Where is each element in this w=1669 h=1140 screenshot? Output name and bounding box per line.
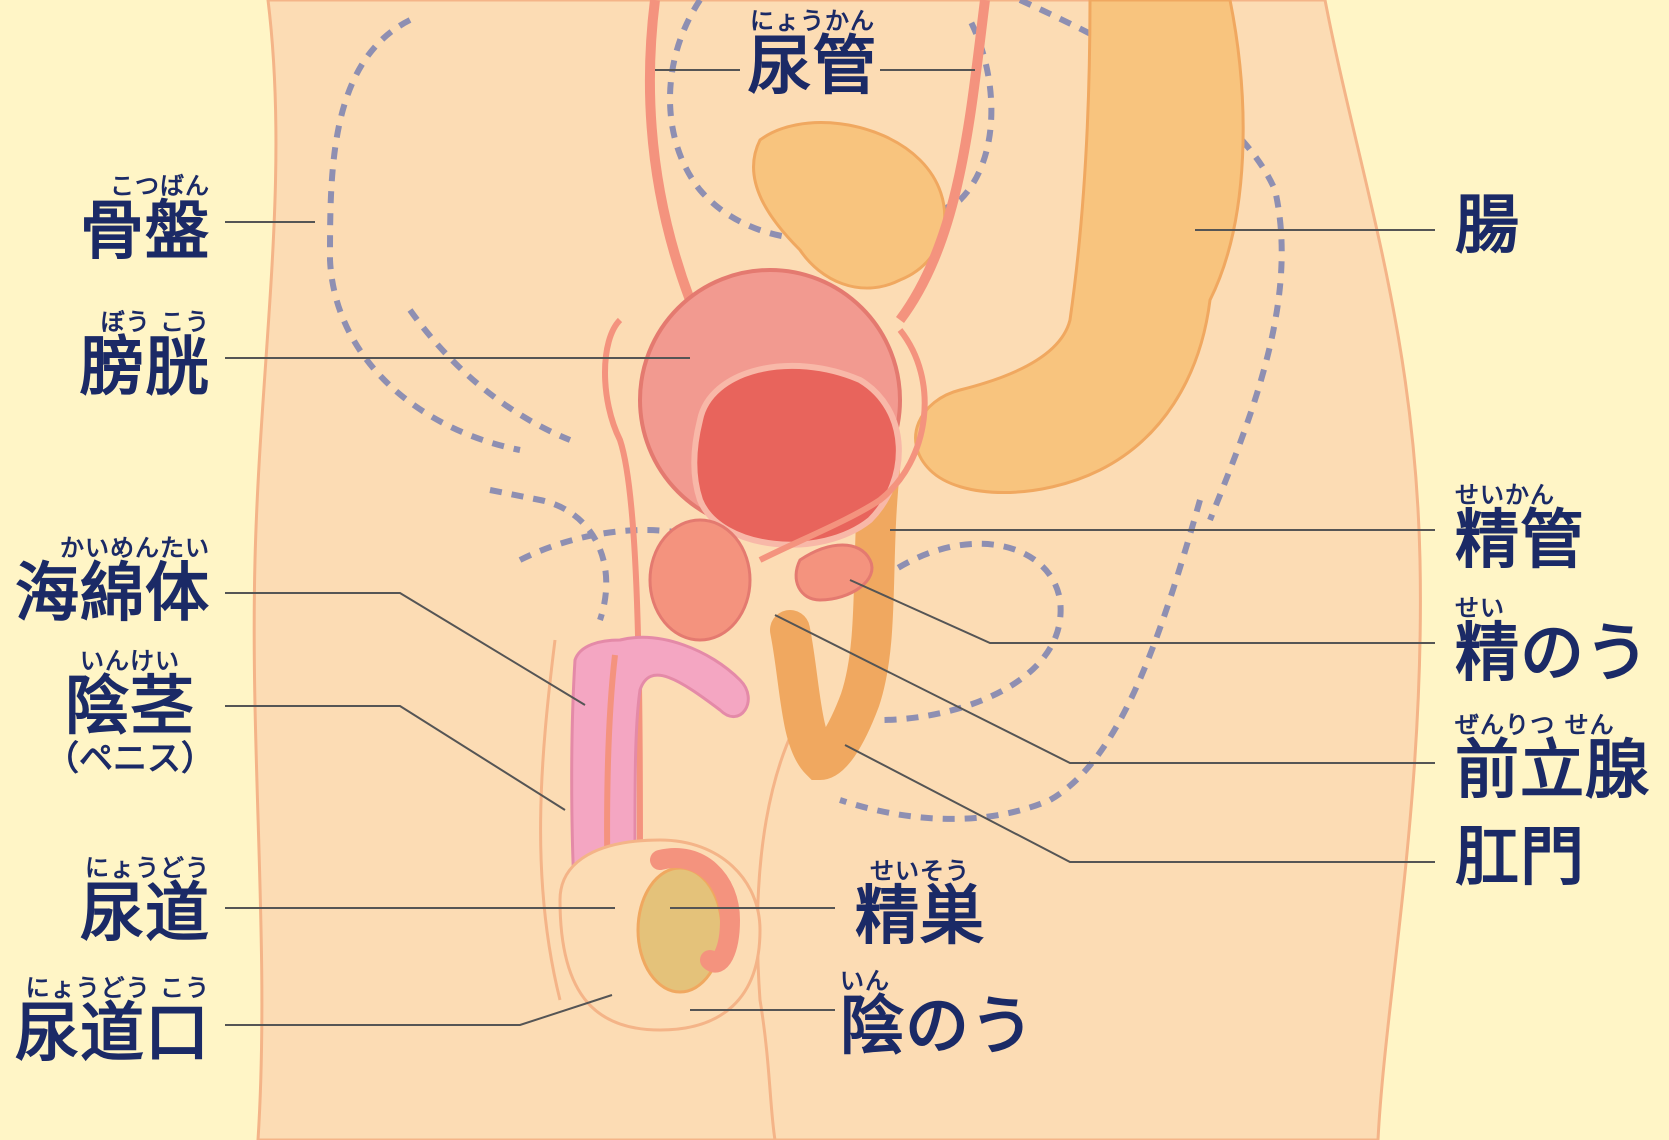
label-pelvis: こつばん 骨盤 xyxy=(60,173,210,265)
text-corpus: 海綿体 xyxy=(5,561,210,627)
text-vas-deferens: 精管 xyxy=(1455,508,1655,574)
text-anus: 肛門 xyxy=(1455,825,1655,891)
label-scrotum: いん 陰のう xyxy=(840,968,1040,1060)
testis xyxy=(638,868,722,992)
text-urethral-opening: 尿道口 xyxy=(5,1001,210,1067)
label-bladder: ぼう こう 膀胱 xyxy=(60,309,210,401)
label-prostate: ぜんりつ せん 前立腺 xyxy=(1455,712,1665,804)
text-seminal-vesicle: 精のう xyxy=(1455,621,1665,687)
label-testis: せいそう 精巣 xyxy=(850,858,990,950)
text-ureter: 尿管 xyxy=(740,34,885,100)
label-ureter: にょうかん 尿管 xyxy=(740,8,885,100)
bladder-inner xyxy=(694,366,899,545)
text-urethra: 尿道 xyxy=(60,881,210,947)
text-penis: 陰茎 xyxy=(40,674,220,740)
label-corpus: かいめんたい 海綿体 xyxy=(5,535,210,627)
text-scrotum: 陰のう xyxy=(840,994,1040,1060)
label-urethral-opening: にょうどう こう 尿道口 xyxy=(5,975,210,1067)
text-bladder: 膀胱 xyxy=(60,335,210,401)
sub-penis: （ペニス） xyxy=(40,740,220,778)
label-anus: 肛門 xyxy=(1455,825,1655,891)
prostate xyxy=(650,520,750,640)
text-intestine: 腸 xyxy=(1455,193,1575,259)
text-testis: 精巣 xyxy=(850,884,990,950)
label-seminal-vesicle: せい 精のう xyxy=(1455,595,1665,687)
label-vas-deferens: せいかん 精管 xyxy=(1455,482,1655,574)
label-urethra: にょうどう 尿道 xyxy=(60,855,210,947)
text-pelvis: 骨盤 xyxy=(60,199,210,265)
label-penis: いんけい 陰茎 （ペニス） xyxy=(40,648,220,778)
text-prostate: 前立腺 xyxy=(1455,738,1665,804)
label-intestine: 腸 xyxy=(1455,193,1575,259)
